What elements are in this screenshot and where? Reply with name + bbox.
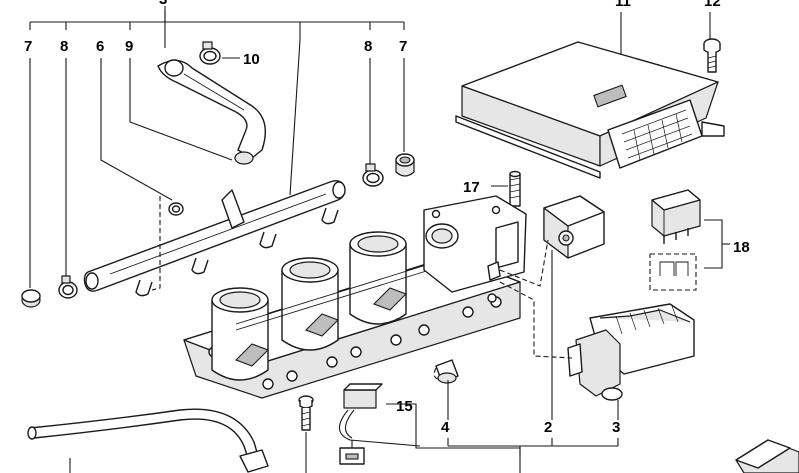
clamp-on-rail	[168, 202, 184, 216]
callout-7-left: 7	[24, 38, 32, 55]
valve-dashed-link	[499, 281, 573, 359]
control-unit-11	[455, 41, 725, 179]
callout-18: 18	[733, 239, 750, 256]
stud-bolt-17	[509, 170, 521, 207]
top-leaders	[29, 10, 711, 288]
screw-12	[703, 38, 721, 73]
callout-11: 11	[615, 0, 631, 10]
callout-4: 4	[441, 419, 450, 436]
callout-3-bottom: 3	[612, 419, 620, 436]
corner-arrow-logo	[735, 439, 799, 473]
plug-7-left	[21, 289, 41, 308]
callout-12: 12	[704, 0, 721, 10]
cap-4	[435, 359, 459, 384]
plug-7-right	[395, 153, 415, 177]
callout-15: 15	[396, 398, 413, 415]
hose-clamp-8-left	[58, 275, 78, 299]
temp-sensor-15	[338, 383, 521, 465]
callout-9: 9	[125, 38, 133, 55]
idle-valve-3	[567, 303, 695, 401]
callout-6: 6	[96, 38, 104, 55]
sensor-dashed-link	[499, 239, 549, 287]
screw-bottom	[298, 395, 314, 473]
vacuum-hose	[27, 408, 269, 473]
coolant-hose-9	[157, 59, 266, 165]
callout-8-right: 8	[364, 38, 372, 55]
callout-8-left: 8	[60, 38, 68, 55]
hose-clamp-10	[199, 41, 221, 65]
fuel-rail-6	[83, 179, 346, 297]
sensor-2	[543, 195, 605, 259]
callout-10: 10	[243, 51, 260, 68]
relay-18	[649, 189, 730, 291]
callout-2: 2	[544, 419, 552, 436]
bottom-bracket	[447, 250, 619, 473]
top-bracket	[29, 6, 405, 40]
callout-17: 17	[463, 179, 480, 196]
rail-dashed-link	[151, 196, 161, 291]
callout-7-right: 7	[399, 38, 407, 55]
throttle-body-assembly	[183, 195, 527, 399]
hose-clamp-8-right	[362, 163, 384, 187]
callout-3: 3	[159, 0, 167, 8]
